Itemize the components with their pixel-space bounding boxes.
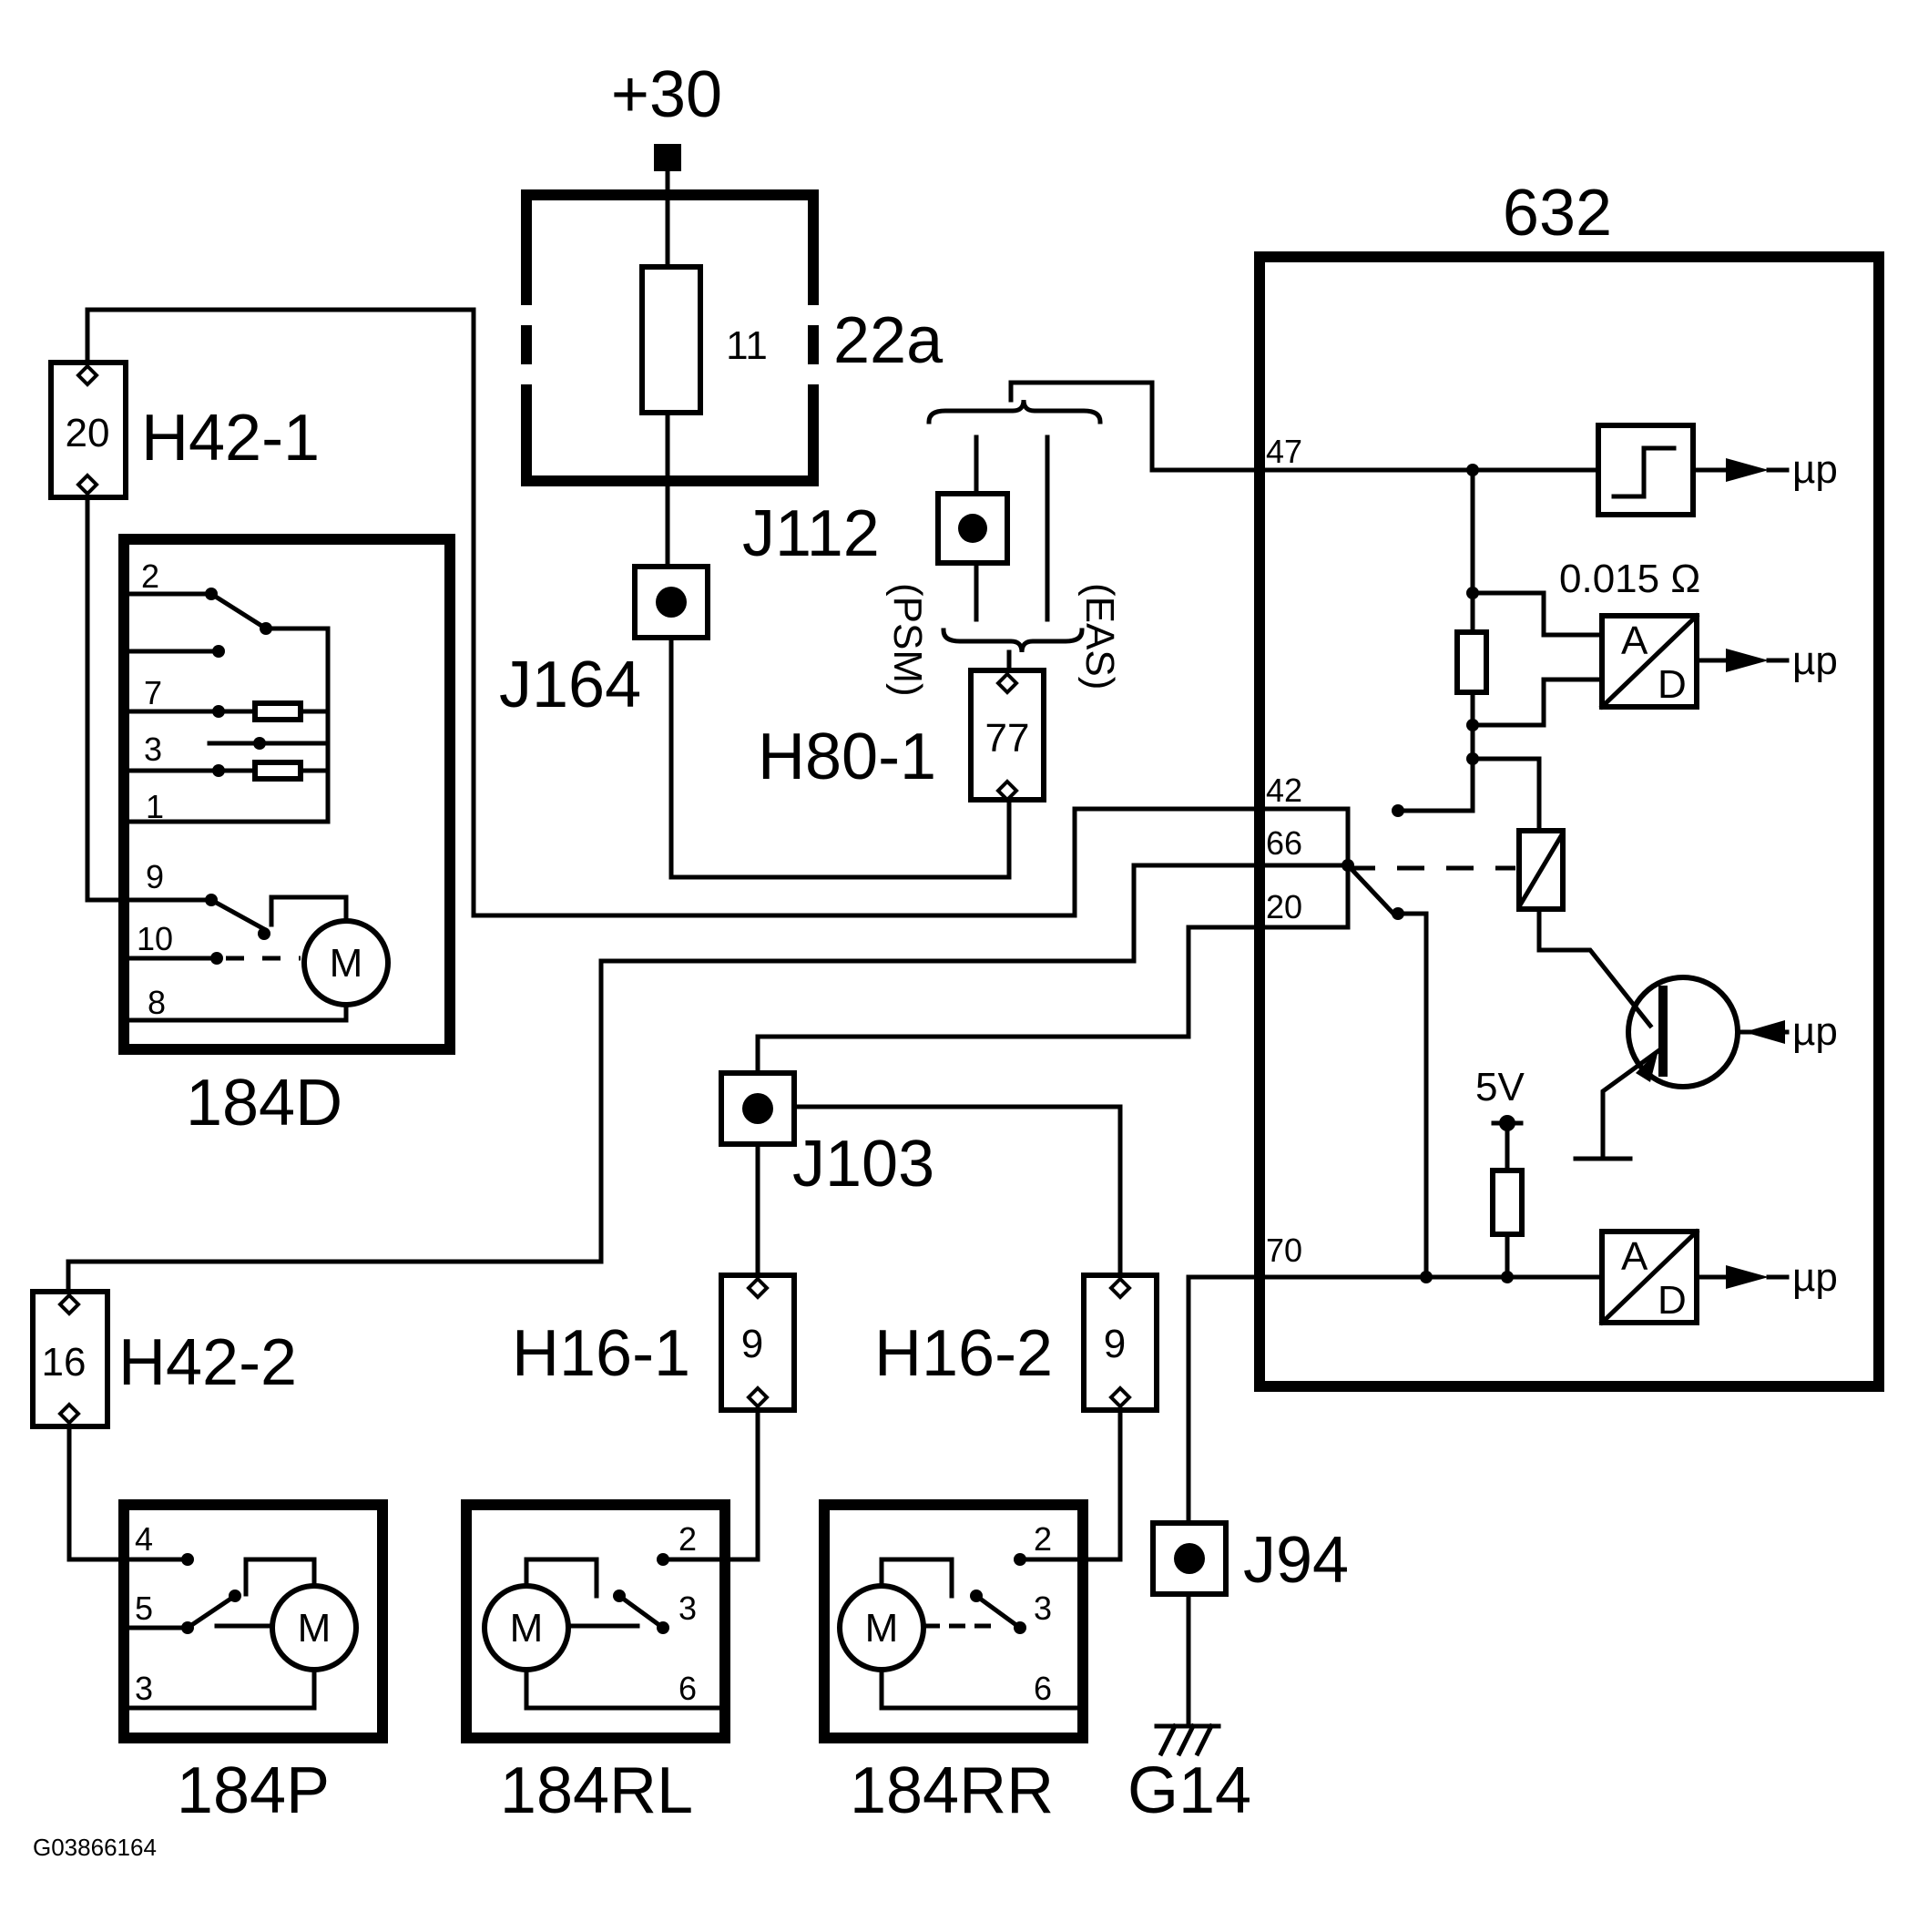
184rl-pin-2: 2 xyxy=(678,1520,697,1558)
adc2-d: D xyxy=(1658,1278,1687,1323)
g14-label: G14 xyxy=(1127,1754,1251,1827)
motor-184rr: M 2 3 6 184RR xyxy=(819,1499,1088,1827)
184d-pin-2: 2 xyxy=(141,557,159,595)
connector-h16-1: 9 H16-1 xyxy=(512,1273,797,1413)
184rr-pin-2: 2 xyxy=(1034,1520,1052,1558)
184d-label: 184D xyxy=(186,1067,342,1140)
splice-j94: J94 xyxy=(1150,1520,1349,1597)
up-label-3: µp xyxy=(1792,1009,1838,1054)
fuse-box-label: 22a xyxy=(833,304,944,377)
module-label: 632 xyxy=(1503,177,1612,250)
motor-184d: 2 7 3 1 9 10 M 8 184D xyxy=(118,534,455,1140)
wire-pin20 xyxy=(755,925,1262,1087)
motor-184rl: M 2 3 6 184RL xyxy=(461,1499,730,1827)
figure-id: G03866164 xyxy=(33,1834,157,1861)
splice-j164: J164 xyxy=(499,564,710,721)
184d-pin-8: 8 xyxy=(148,984,166,1021)
j103-label: J103 xyxy=(792,1128,934,1201)
h80-1-label: H80-1 xyxy=(758,721,936,793)
connector-h16-2: 9 H16-2 xyxy=(874,1273,1159,1413)
adc1-a: A xyxy=(1621,618,1648,663)
pin-70-label: 70 xyxy=(1266,1232,1302,1269)
h16-1-pin: 9 xyxy=(741,1322,763,1366)
184rl-pin-6: 6 xyxy=(678,1670,697,1707)
fuse-number: 11 xyxy=(726,323,768,368)
j164-label: J164 xyxy=(499,649,641,721)
wire-pin42 xyxy=(85,307,1262,918)
up-label-2: µp xyxy=(1792,639,1838,683)
vref-label: 5V xyxy=(1475,1065,1525,1109)
connector-h80-1: 77 H80-1 xyxy=(758,668,1046,802)
pin-20-label: 20 xyxy=(1266,888,1302,925)
184d-pin-10: 10 xyxy=(137,920,173,957)
wire-pin66 xyxy=(66,863,1262,1296)
j94-label: J94 xyxy=(1243,1524,1349,1597)
184d-motor-m: M xyxy=(330,941,363,986)
up-label-1: µp xyxy=(1792,447,1838,492)
supply-terminal: +30 xyxy=(611,58,722,171)
h80-1-pin: 77 xyxy=(985,716,1030,761)
184rr-label: 184RR xyxy=(850,1754,1054,1827)
184rl-label: 184RL xyxy=(500,1754,693,1827)
pin-42-label: 42 xyxy=(1266,772,1302,809)
pin-66-label: 66 xyxy=(1266,824,1302,862)
184rr-pin-6: 6 xyxy=(1034,1670,1052,1707)
connector-h42-2: 16 H42-2 xyxy=(30,1289,297,1429)
h42-2-label: H42-2 xyxy=(118,1326,297,1399)
h42-2-pin: 16 xyxy=(42,1340,87,1385)
184p-pin-3: 3 xyxy=(135,1670,153,1707)
shunt-label: 0.015 Ω xyxy=(1559,557,1700,601)
up-label-4: µp xyxy=(1792,1255,1838,1300)
supply-label: +30 xyxy=(611,58,722,131)
184d-pin-7: 7 xyxy=(144,674,162,711)
fuse-box-22a: 11 22a xyxy=(521,169,944,631)
pin-47-label: 47 xyxy=(1266,433,1302,470)
j112-label: J112 xyxy=(742,497,880,570)
184p-pin-4: 4 xyxy=(135,1520,153,1558)
adc2-a: A xyxy=(1621,1234,1648,1279)
adc1-d: D xyxy=(1658,662,1687,707)
h42-1-label: H42-1 xyxy=(141,402,320,475)
h16-2-pin: 9 xyxy=(1104,1322,1126,1366)
184rl-motor-m: M xyxy=(510,1606,544,1651)
184rr-pin-3: 3 xyxy=(1034,1590,1052,1627)
option-j112: J112 (PSM) (EAS) xyxy=(742,380,1262,697)
h16-1-label: H16-1 xyxy=(512,1317,690,1390)
184d-pin-9: 9 xyxy=(146,858,164,895)
184rr-motor-m: M xyxy=(865,1606,899,1651)
motor-184p: 4 5 M 3 184P xyxy=(118,1499,388,1827)
h42-1-pin: 20 xyxy=(66,411,110,455)
wire-pin70-ground xyxy=(1186,1274,1262,1729)
184p-motor-m: M xyxy=(298,1606,332,1651)
splice-j103: J103 xyxy=(719,1070,934,1201)
h16-2-label: H16-2 xyxy=(874,1317,1053,1390)
module-632: 632 47 µp 0.015 Ω A D µp xyxy=(1254,177,1884,1392)
184d-pin-3: 3 xyxy=(144,731,162,768)
184p-pin-5: 5 xyxy=(135,1590,153,1627)
wire-j103-h16-2 xyxy=(755,1104,1123,1278)
connector-h42-1: 20 H42-1 xyxy=(48,360,320,500)
184rl-pin-3: 3 xyxy=(678,1590,697,1627)
184d-pin-1: 1 xyxy=(146,788,164,825)
eas-label: (EAS) xyxy=(1077,583,1122,690)
184p-label: 184P xyxy=(177,1754,330,1827)
ground-g14: G14 xyxy=(1127,1722,1251,1827)
psm-label: (PSM) xyxy=(885,583,930,697)
